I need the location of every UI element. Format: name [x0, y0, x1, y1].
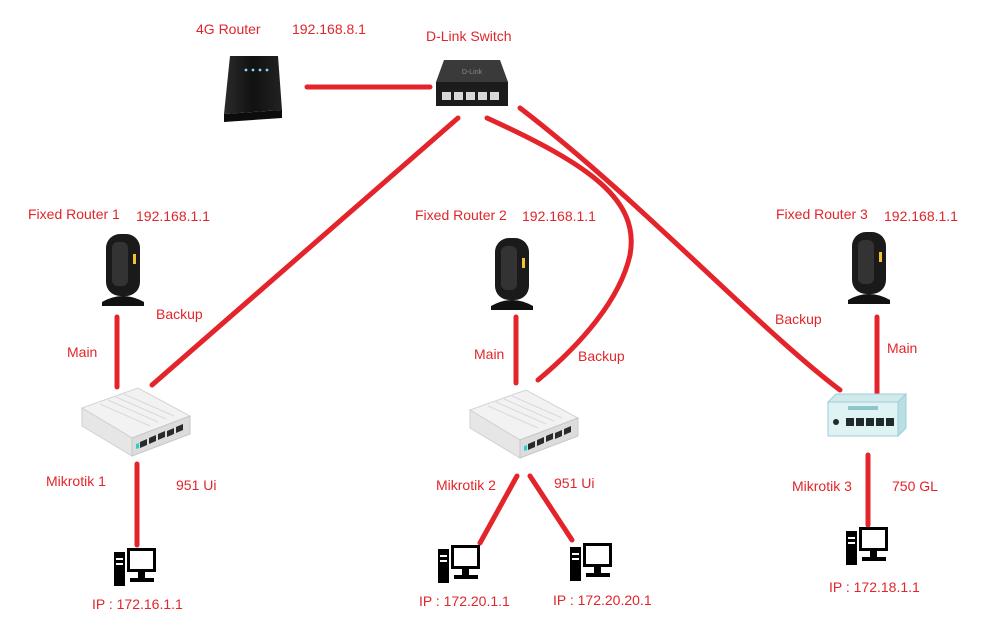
- label-fixed-router-2-ip: 192.168.1.1: [522, 208, 596, 224]
- label-fixed-router-2: Fixed Router 2: [415, 207, 507, 223]
- mikrotik-3-icon: [826, 392, 908, 442]
- label-fixed-router-3-ip: 192.168.1.1: [884, 208, 958, 224]
- network-switch-icon: D-Link: [434, 58, 510, 110]
- label-4g-router-ip: 192.168.8.1: [292, 21, 366, 37]
- label-dlink-switch: D-Link Switch: [426, 28, 512, 44]
- label-mikrotik-1-model: 951 Ui: [176, 477, 217, 493]
- label-fixed-router-1-ip: 192.168.1.1: [136, 208, 210, 224]
- label-4g-router: 4G Router: [196, 21, 261, 37]
- link-mikrotik2-pc2: [477, 473, 520, 546]
- label-pc-3-ip: IP : 172.20.20.1: [553, 592, 652, 608]
- svg-text:D-Link: D-Link: [462, 69, 483, 76]
- label-mikrotik-3-model: 750 GL: [892, 478, 938, 494]
- desktop-computer-icon-2: [436, 543, 482, 585]
- 4g-router-icon: [222, 52, 284, 124]
- fixed-router-3-icon: [846, 230, 892, 306]
- label-main-2: Main: [474, 346, 505, 362]
- desktop-computer-icon-3: [568, 541, 614, 583]
- link-switch-mikrotik3-backup: [517, 105, 843, 393]
- fixed-router-2-icon: [489, 236, 535, 312]
- label-fixed-router-3: Fixed Router 3: [776, 206, 868, 222]
- fixed-router-1-icon: [100, 232, 146, 308]
- label-mikrotik-1: Mikrotik 1: [46, 473, 106, 489]
- mikrotik-1-icon: [80, 386, 192, 458]
- link-switch-mikrotik2-backup: [484, 115, 634, 383]
- label-backup-2: Backup: [578, 348, 625, 364]
- label-main-3: Main: [887, 340, 918, 356]
- mikrotik-2-icon: [468, 388, 580, 460]
- label-mikrotik-3: Mikrotik 3: [792, 478, 852, 494]
- label-pc-4-ip: IP : 172.18.1.1: [829, 579, 920, 595]
- link-switch-mikrotik1-backup: [149, 115, 461, 388]
- label-pc-2-ip: IP : 172.20.1.1: [419, 593, 510, 609]
- label-backup-1: Backup: [156, 306, 203, 322]
- desktop-computer-icon-4: [844, 525, 890, 567]
- label-main-1: Main: [67, 344, 98, 360]
- label-mikrotik-2-model: 951 Ui: [554, 475, 595, 491]
- link-mikrotik2-pc3: [527, 473, 575, 543]
- label-fixed-router-1: Fixed Router 1: [28, 206, 120, 222]
- label-mikrotik-2: Mikrotik 2: [436, 477, 496, 493]
- label-pc-1-ip: IP : 172.16.1.1: [92, 596, 183, 612]
- label-backup-3: Backup: [775, 311, 822, 327]
- desktop-computer-icon-1: [112, 546, 158, 588]
